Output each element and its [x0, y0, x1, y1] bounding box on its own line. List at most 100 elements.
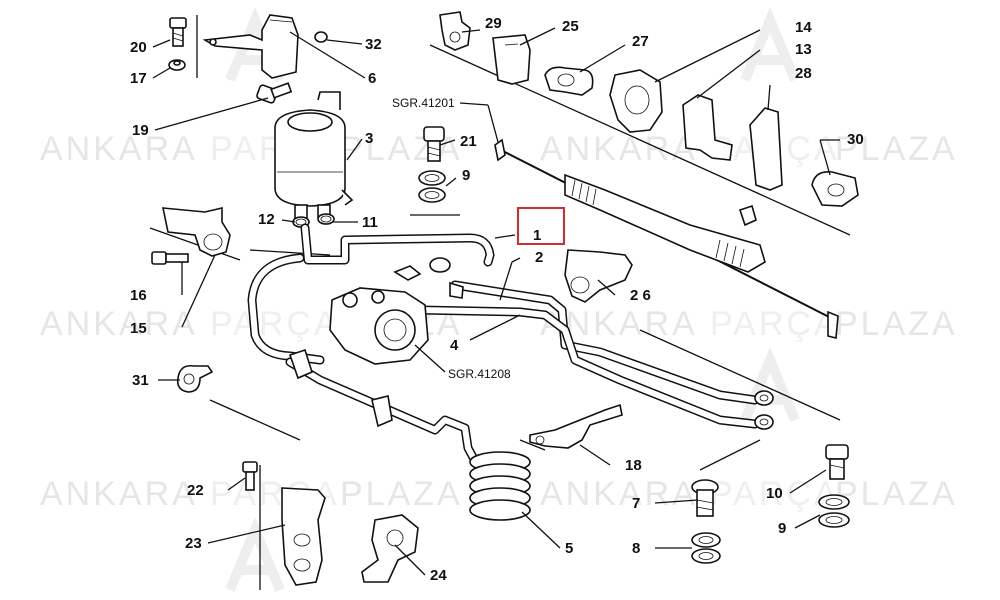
callout-28: 28 [795, 65, 812, 82]
watermark-ankara: ANKARA [40, 305, 198, 343]
leader-32 [326, 39, 363, 45]
reference-sgr-41201: SGR.41201 [392, 96, 455, 110]
leader-28 [767, 84, 771, 111]
part-1-hose [300, 223, 495, 267]
callout-11: 11 [362, 214, 378, 231]
seal-washer-hole [424, 191, 440, 199]
part-5-cooler-coil [469, 451, 531, 521]
bracket-hole [535, 435, 545, 445]
bracket-hole [386, 529, 404, 547]
bracket-ring [203, 233, 223, 251]
leader-10 [789, 469, 827, 494]
clip-body [439, 11, 471, 51]
bolt-thread [829, 464, 845, 469]
leader-sgr-41208 [414, 344, 446, 373]
leader-13 [696, 49, 761, 99]
leader-19 [154, 97, 269, 131]
leader-4 [469, 314, 521, 341]
bush-body [811, 170, 859, 207]
leader-sgr-41201-a [459, 102, 489, 106]
part-9-seal-washers-bottom [818, 494, 850, 528]
hose-fill [249, 255, 323, 363]
reservoir-tab [341, 189, 354, 206]
seal-washer [418, 187, 446, 203]
part-6-bracket [202, 14, 299, 79]
bracket-hole [209, 38, 217, 46]
bolt-shank [829, 458, 845, 480]
clamp [317, 213, 335, 225]
reservoir-cap [287, 112, 333, 132]
callout-1: 1 [533, 227, 541, 244]
rack-housing [564, 173, 766, 273]
cooler-line [285, 357, 485, 475]
callout-22: 22 [187, 482, 204, 499]
callout-7: 7 [632, 495, 640, 512]
frame-line [249, 249, 331, 256]
washer-inner [173, 60, 181, 66]
line-eye-fitting [754, 414, 774, 430]
part-17-washer [168, 59, 186, 71]
clip-ring [557, 73, 575, 87]
bracket-body [529, 403, 623, 449]
callout-6: 6 [368, 70, 376, 87]
part-7-banjo-bolt [691, 479, 719, 517]
leader-26 [597, 279, 616, 296]
callout-29: 29 [485, 15, 502, 32]
pump-pulley-boss [374, 309, 416, 351]
hose-clamp [429, 257, 451, 273]
leader-18 [579, 444, 611, 466]
callout-13: 13 [795, 41, 812, 58]
watermark-parca: PARÇA [710, 305, 840, 343]
leader-27 [579, 44, 626, 73]
seal-washer [691, 532, 721, 548]
bolt-head [242, 461, 258, 473]
leader-5 [521, 511, 561, 549]
leader-3 [346, 138, 363, 161]
leader-lines [152, 27, 840, 576]
part-31-clamp [176, 364, 214, 393]
part-8-seal-washers [691, 532, 721, 564]
leader-29 [461, 29, 481, 33]
watermark-ankara: ANKARA [40, 130, 198, 168]
bolt-shank [172, 27, 184, 47]
part-20-bolt [169, 17, 187, 47]
pump-boss-inner [383, 318, 407, 342]
leader-21 [439, 139, 456, 146]
leader-1 [494, 234, 516, 239]
part-23-bracket [281, 487, 326, 586]
support-bracket [288, 348, 313, 380]
seal-washer-hole [825, 498, 843, 506]
callout-15: 15 [130, 320, 147, 337]
leader-12 [281, 219, 296, 223]
bolt-thread [172, 37, 184, 42]
bracket-body [281, 487, 326, 586]
frame-line [519, 439, 546, 451]
part-27-clip [544, 66, 594, 96]
part-10-banjo-bolt [825, 444, 849, 480]
callout-19: 19 [132, 122, 149, 139]
leader-sgr-41201-b [487, 104, 499, 143]
clip-edge [504, 43, 519, 46]
seal-washer [691, 548, 721, 564]
rack-bellows [723, 242, 729, 262]
line-eye-fitting [754, 390, 774, 406]
callout-4: 4 [450, 337, 459, 354]
watermark-plaza: PLAZA [835, 475, 958, 513]
callout-16: 16 [130, 287, 147, 304]
clamp-inner [295, 218, 307, 226]
watermark-plaza: PLAZA [835, 130, 958, 168]
callout-17: 17 [130, 70, 147, 87]
part-9-seal-washers-top [418, 170, 446, 203]
bolt-thread [696, 499, 714, 504]
watermark-plaza: PLAZA [340, 475, 463, 513]
watermark-parca: PARÇA [210, 305, 340, 343]
seal-washer-hole [698, 536, 714, 544]
seal-washer-hole [424, 174, 440, 182]
leader-14 [654, 29, 761, 83]
leader-22 [227, 477, 246, 491]
part-16-bolt [151, 251, 189, 265]
line-fill [287, 359, 483, 473]
rack-bellows [592, 188, 597, 206]
callout-12: 12 [258, 211, 275, 228]
tie-rod-end-right [827, 310, 839, 340]
